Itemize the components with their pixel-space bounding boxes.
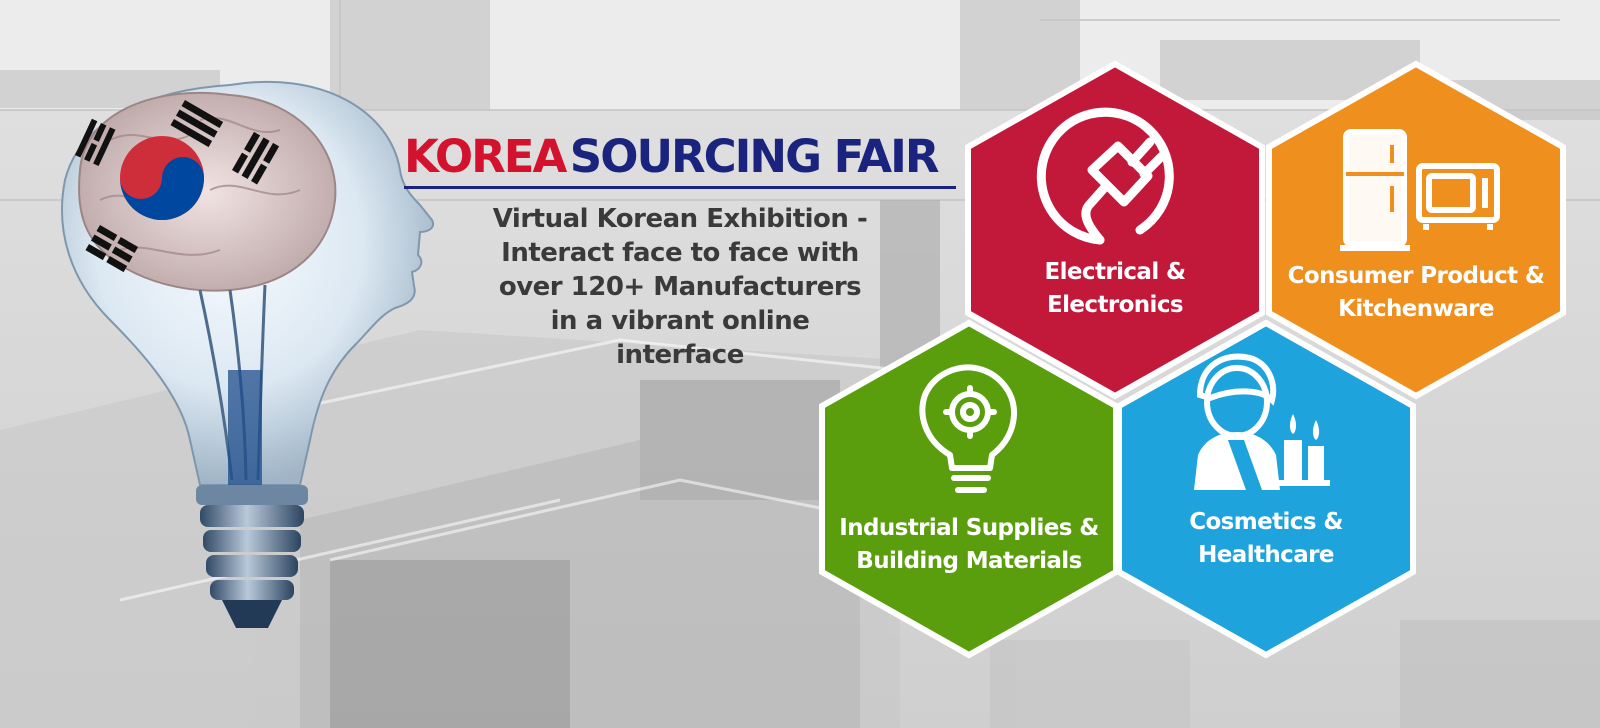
category-label-consumer: Consumer Product & Kitchenware bbox=[1266, 260, 1566, 326]
category-line: Kitchenware bbox=[1338, 296, 1494, 322]
title-rest: SOURCING FAIR bbox=[569, 130, 940, 183]
category-electrical[interactable] bbox=[965, 60, 1265, 400]
subtitle-line: in a vibrant online bbox=[550, 306, 810, 336]
category-industrial[interactable] bbox=[819, 319, 1119, 659]
category-line: Healthcare bbox=[1198, 542, 1334, 568]
subtitle: Virtual Korean Exhibition - Interact fac… bbox=[430, 202, 930, 372]
category-line: Electronics bbox=[1047, 292, 1184, 318]
category-label-cosmetics: Cosmetics & Healthcare bbox=[1116, 506, 1416, 572]
subtitle-line: Virtual Korean Exhibition - bbox=[492, 204, 868, 234]
lightbulb-head-illustration bbox=[61, 80, 434, 628]
category-line: Building Materials bbox=[856, 548, 1082, 574]
subtitle-line: over 120+ Manufacturers bbox=[498, 272, 862, 302]
title-highlight: KOREA bbox=[404, 130, 567, 183]
page-title: KOREA SOURCING FAIR bbox=[404, 130, 964, 190]
appliances-icon bbox=[1340, 129, 1500, 251]
category-line: Electrical & bbox=[1044, 259, 1187, 285]
subtitle-line: Interact face to face with bbox=[501, 238, 859, 268]
category-line: Cosmetics & bbox=[1189, 509, 1343, 535]
subtitle-line: interface bbox=[616, 340, 744, 370]
category-line: Industrial Supplies & bbox=[839, 515, 1099, 541]
category-cosmetics[interactable] bbox=[1116, 319, 1416, 659]
plug-icon bbox=[1036, 107, 1174, 245]
spa-icon bbox=[1194, 353, 1330, 490]
category-line: Consumer Product & bbox=[1287, 263, 1545, 289]
category-label-industrial: Industrial Supplies & Building Materials bbox=[819, 512, 1119, 578]
gear-bulb-icon bbox=[919, 364, 1018, 493]
title-underline bbox=[404, 186, 956, 189]
category-label-electrical: Electrical & Electronics bbox=[965, 256, 1265, 322]
category-consumer[interactable] bbox=[1266, 60, 1566, 400]
